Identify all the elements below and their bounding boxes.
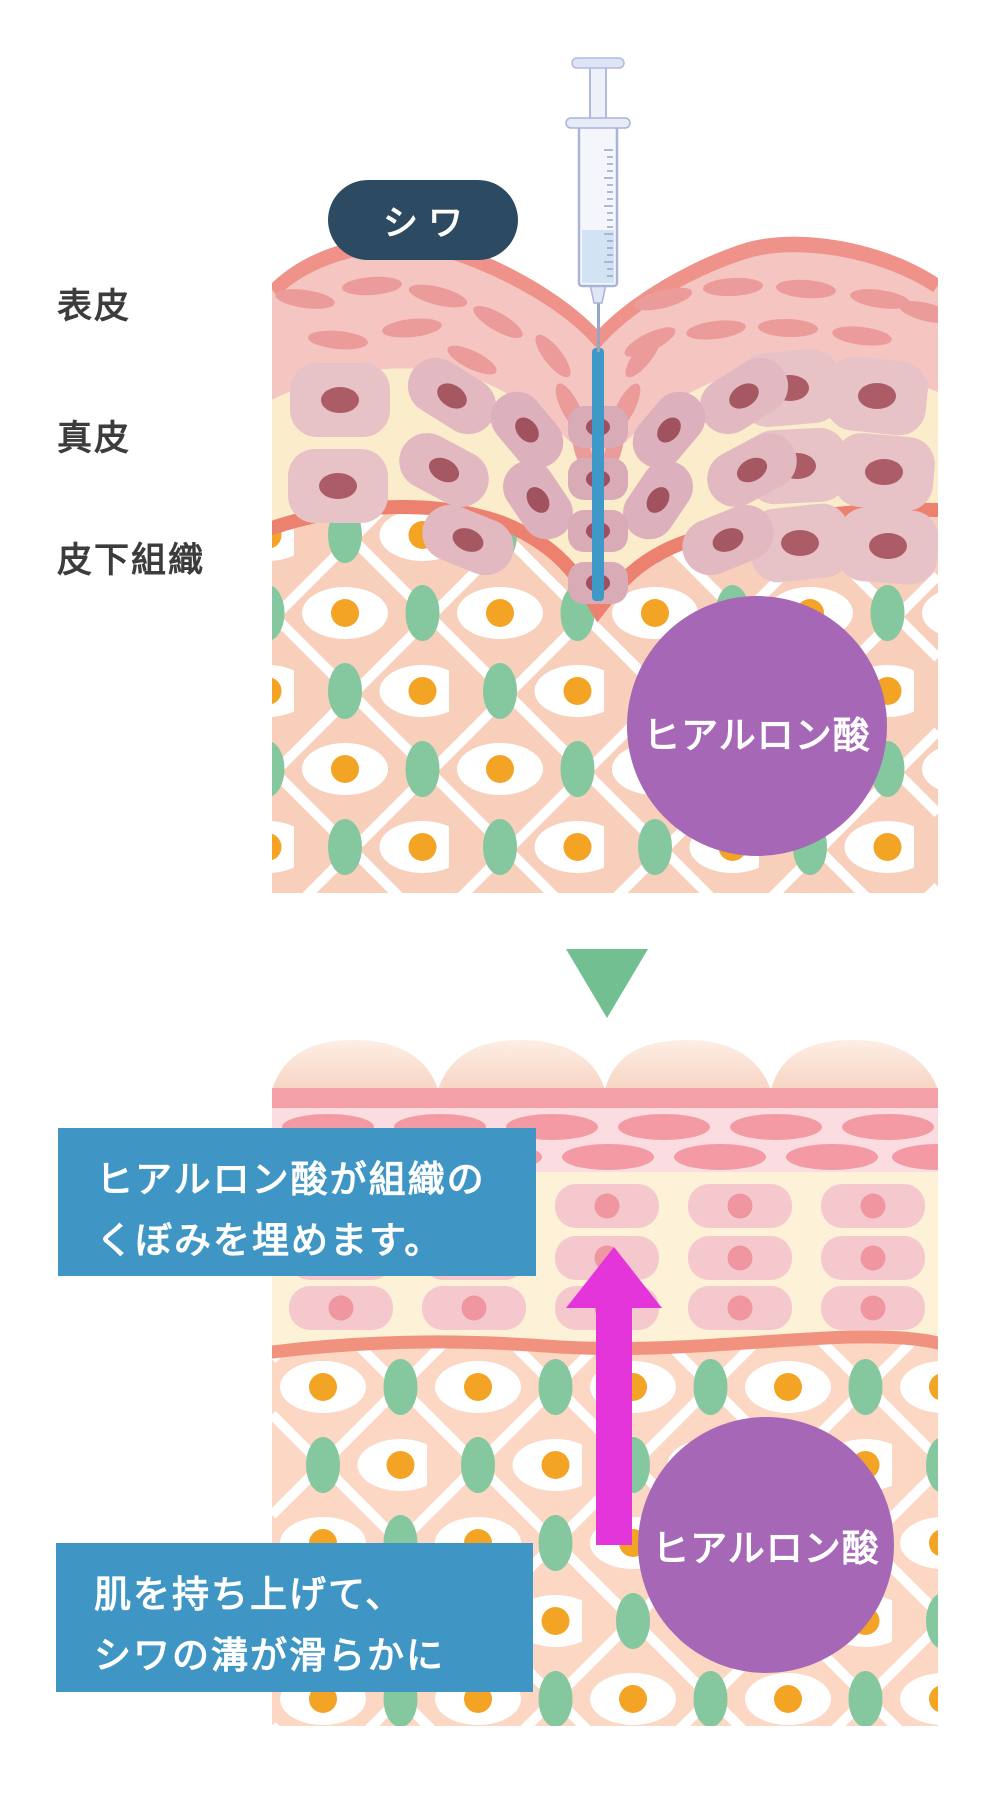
callout-line: 肌を持ち上げて、 [94,1574,405,1615]
label-subcutaneous: 皮下組織 [57,541,206,580]
callout-line: くぼみを埋めます。 [96,1220,444,1261]
callout-lift-skin: 肌を持ち上げて、 シワの溝が滑らかに [56,1543,533,1692]
label-dermis: 真皮 [57,419,132,458]
epidermis-lens-cells [275,276,938,475]
hyaluronic-circle-bottom [638,1417,894,1673]
hyaluronic-label-top: ヒアルロン酸 [643,715,871,756]
hyaluronic-circle-top [627,596,887,856]
callout-line: シワの溝が滑らかに [94,1635,445,1676]
label-epidermis: 表皮 [57,287,132,326]
syringe-graduations [604,149,613,277]
smooth-surface-bumps [272,1040,938,1090]
surface-band-bottom [272,1088,938,1108]
dermis-cells-top [288,349,938,604]
wrinkle-fold-cells [568,406,628,604]
lift-arrow [566,1247,662,1545]
dermis-boundary-bottom [272,1330,938,1359]
wrinkle-badge: シワ [328,180,518,260]
syringe [565,57,631,601]
callout-line: ヒアルロン酸が組織の [96,1159,486,1200]
hyaluronic-label-bottom: ヒアルロン酸 [652,1528,880,1569]
transition-triangle [566,949,648,1018]
injection-needle-line [592,348,604,601]
callout-fill-depressions: ヒアルロン酸が組織の くぼみを埋めます。 [58,1128,536,1276]
